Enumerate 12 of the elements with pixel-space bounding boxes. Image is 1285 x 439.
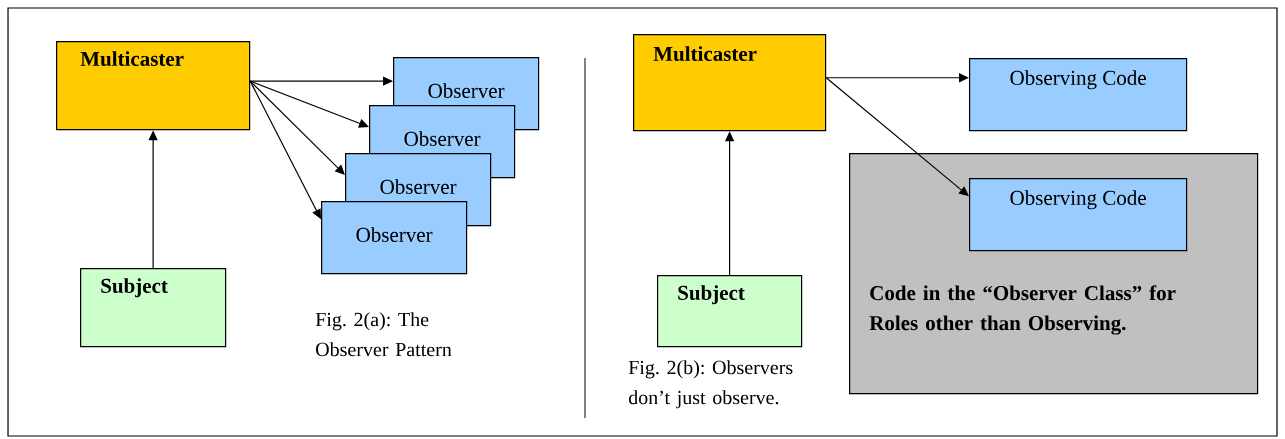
subject-box: Subject [657, 275, 803, 348]
observer-box: Observing Code [969, 178, 1188, 252]
figure-caption: Fig. 2(a): The Observer Pattern [315, 312, 452, 357]
arrow [249, 76, 393, 86]
subject-box: Subject [80, 268, 227, 348]
class-box: Multicaster [56, 41, 251, 131]
class-box: Multicaster [633, 34, 827, 132]
arrow [249, 80, 345, 175]
observer-box: Observer [321, 201, 468, 275]
arrow [249, 80, 369, 128]
observer-box: Observing Code [969, 58, 1188, 132]
arrow [825, 73, 969, 83]
